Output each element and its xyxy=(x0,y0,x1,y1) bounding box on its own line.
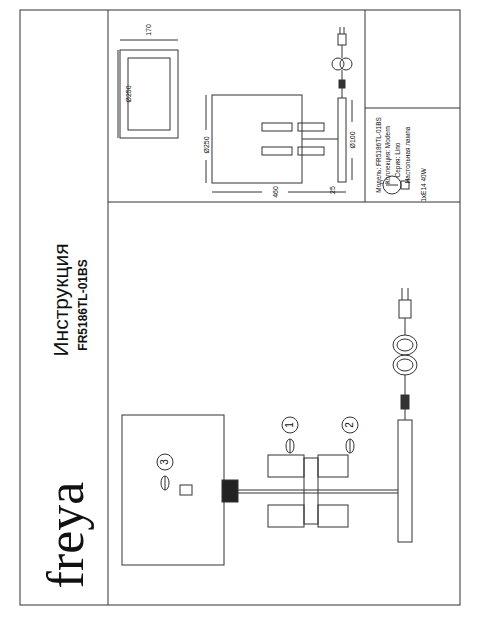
dimension: Ø250 xyxy=(125,85,132,102)
dimension: 460 xyxy=(272,186,279,198)
dimension: 170 xyxy=(145,24,152,36)
document-title: Инструкция xyxy=(50,243,71,356)
callout-number: 1 xyxy=(285,422,295,428)
brand-logo: freya xyxy=(40,482,92,589)
callout-number: 3 xyxy=(160,459,170,465)
spec-line: Настольная лампа xyxy=(405,127,412,184)
spec-line: Модель: FR5186TL-01BS xyxy=(376,117,383,193)
model-number: FR5186TL-01BS xyxy=(77,259,89,350)
dimension: Ø250 xyxy=(203,136,210,153)
callout-number: 2 xyxy=(345,422,355,428)
dimension: 25 xyxy=(329,186,336,194)
spec-line: Серия: Lino xyxy=(395,143,402,178)
spec-line: Коллекция: Modern xyxy=(385,126,392,184)
bulb-spec: 1хE14 40W xyxy=(421,168,428,202)
dimension: Ø100 xyxy=(349,131,356,148)
